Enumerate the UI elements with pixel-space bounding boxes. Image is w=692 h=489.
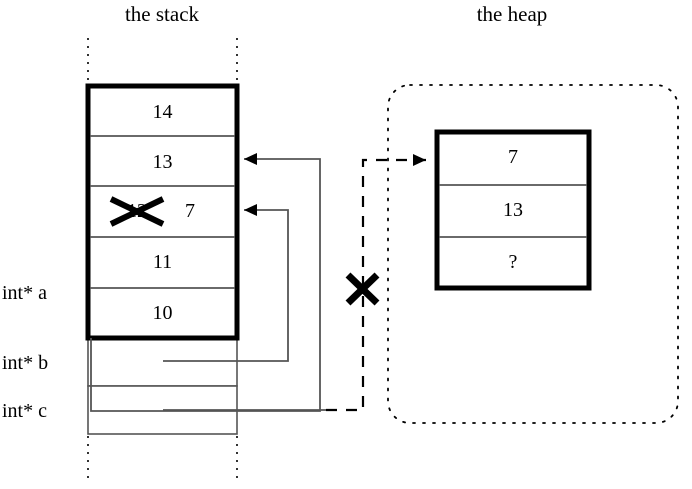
- stack-cell-struck-value: 12: [127, 200, 147, 222]
- stack-title: the stack: [124, 2, 200, 26]
- pointer-line-b: [163, 204, 289, 362]
- heap-cell-value: ?: [508, 251, 518, 273]
- pointer-label-a: int* a: [2, 282, 47, 304]
- pointer-line-a: [90, 153, 321, 412]
- heap-title: the heap: [476, 2, 548, 26]
- pointer-label-c: int* c: [2, 400, 47, 422]
- stack-cell-new-value: 7: [185, 200, 195, 222]
- heap-cell-value: 7: [508, 146, 518, 168]
- pointer-label-b: int* b: [2, 352, 49, 374]
- heap-block-box: [434, 129, 592, 291]
- invalid-pointer-x-mark: [345, 272, 380, 306]
- heap-cell-value: 13: [503, 199, 523, 221]
- stack-cell-value: 14: [152, 101, 173, 123]
- stack-frame-box: [85, 83, 240, 341]
- stack-pointer-rows: [87, 337, 238, 435]
- stack-cell-value: 10: [152, 302, 173, 324]
- heap-region-outline: [387, 84, 679, 424]
- stack-guide-dotted-lines: [87, 38, 238, 484]
- struck-value-x-mark: [109, 196, 165, 227]
- stack-cell-value: 13: [152, 151, 173, 173]
- stack-cell-value: 11: [152, 251, 173, 273]
